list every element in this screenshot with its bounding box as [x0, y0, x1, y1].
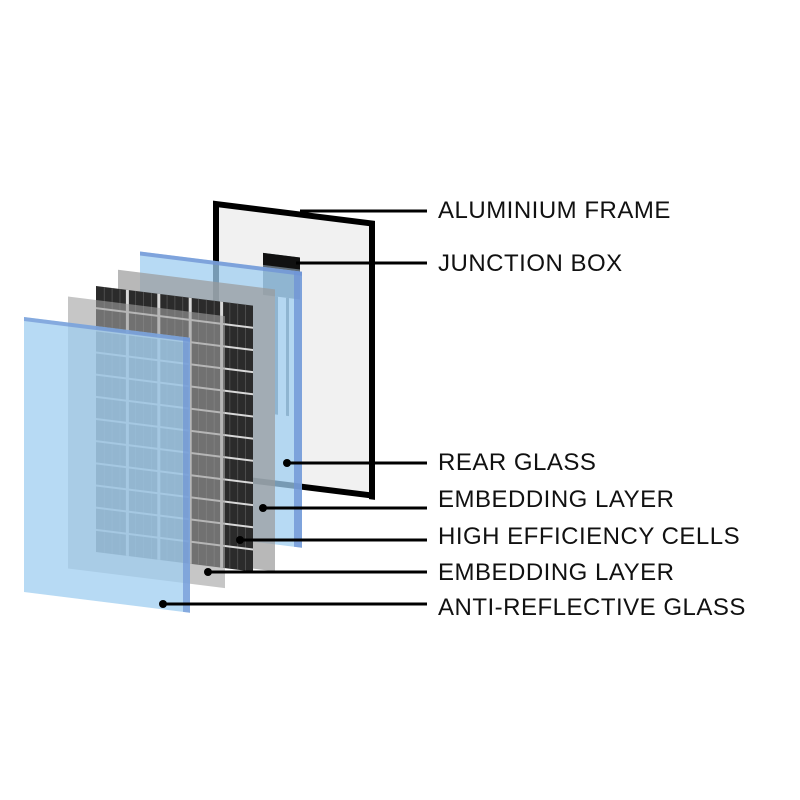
label-embedding-layer-rear: EMBEDDING LAYER [438, 486, 675, 513]
leader-dot [236, 536, 244, 544]
label-aluminium-frame: ALUMINIUM FRAME [438, 197, 671, 224]
leader-dot [283, 459, 291, 467]
leader-dot [259, 504, 267, 512]
leader-dot [204, 568, 212, 576]
label-anti-reflective-glass: ANTI-REFLECTIVE GLASS [438, 594, 746, 621]
anti-reflective-glass [24, 317, 190, 613]
label-embedding-layer-front: EMBEDDING LAYER [438, 559, 675, 586]
leader-dot [159, 600, 167, 608]
label-rear-glass: REAR GLASS [438, 449, 597, 476]
label-high-efficiency-cells: HIGH EFFICIENCY CELLS [438, 523, 741, 550]
label-junction-box: JUNCTION BOX [438, 250, 623, 277]
